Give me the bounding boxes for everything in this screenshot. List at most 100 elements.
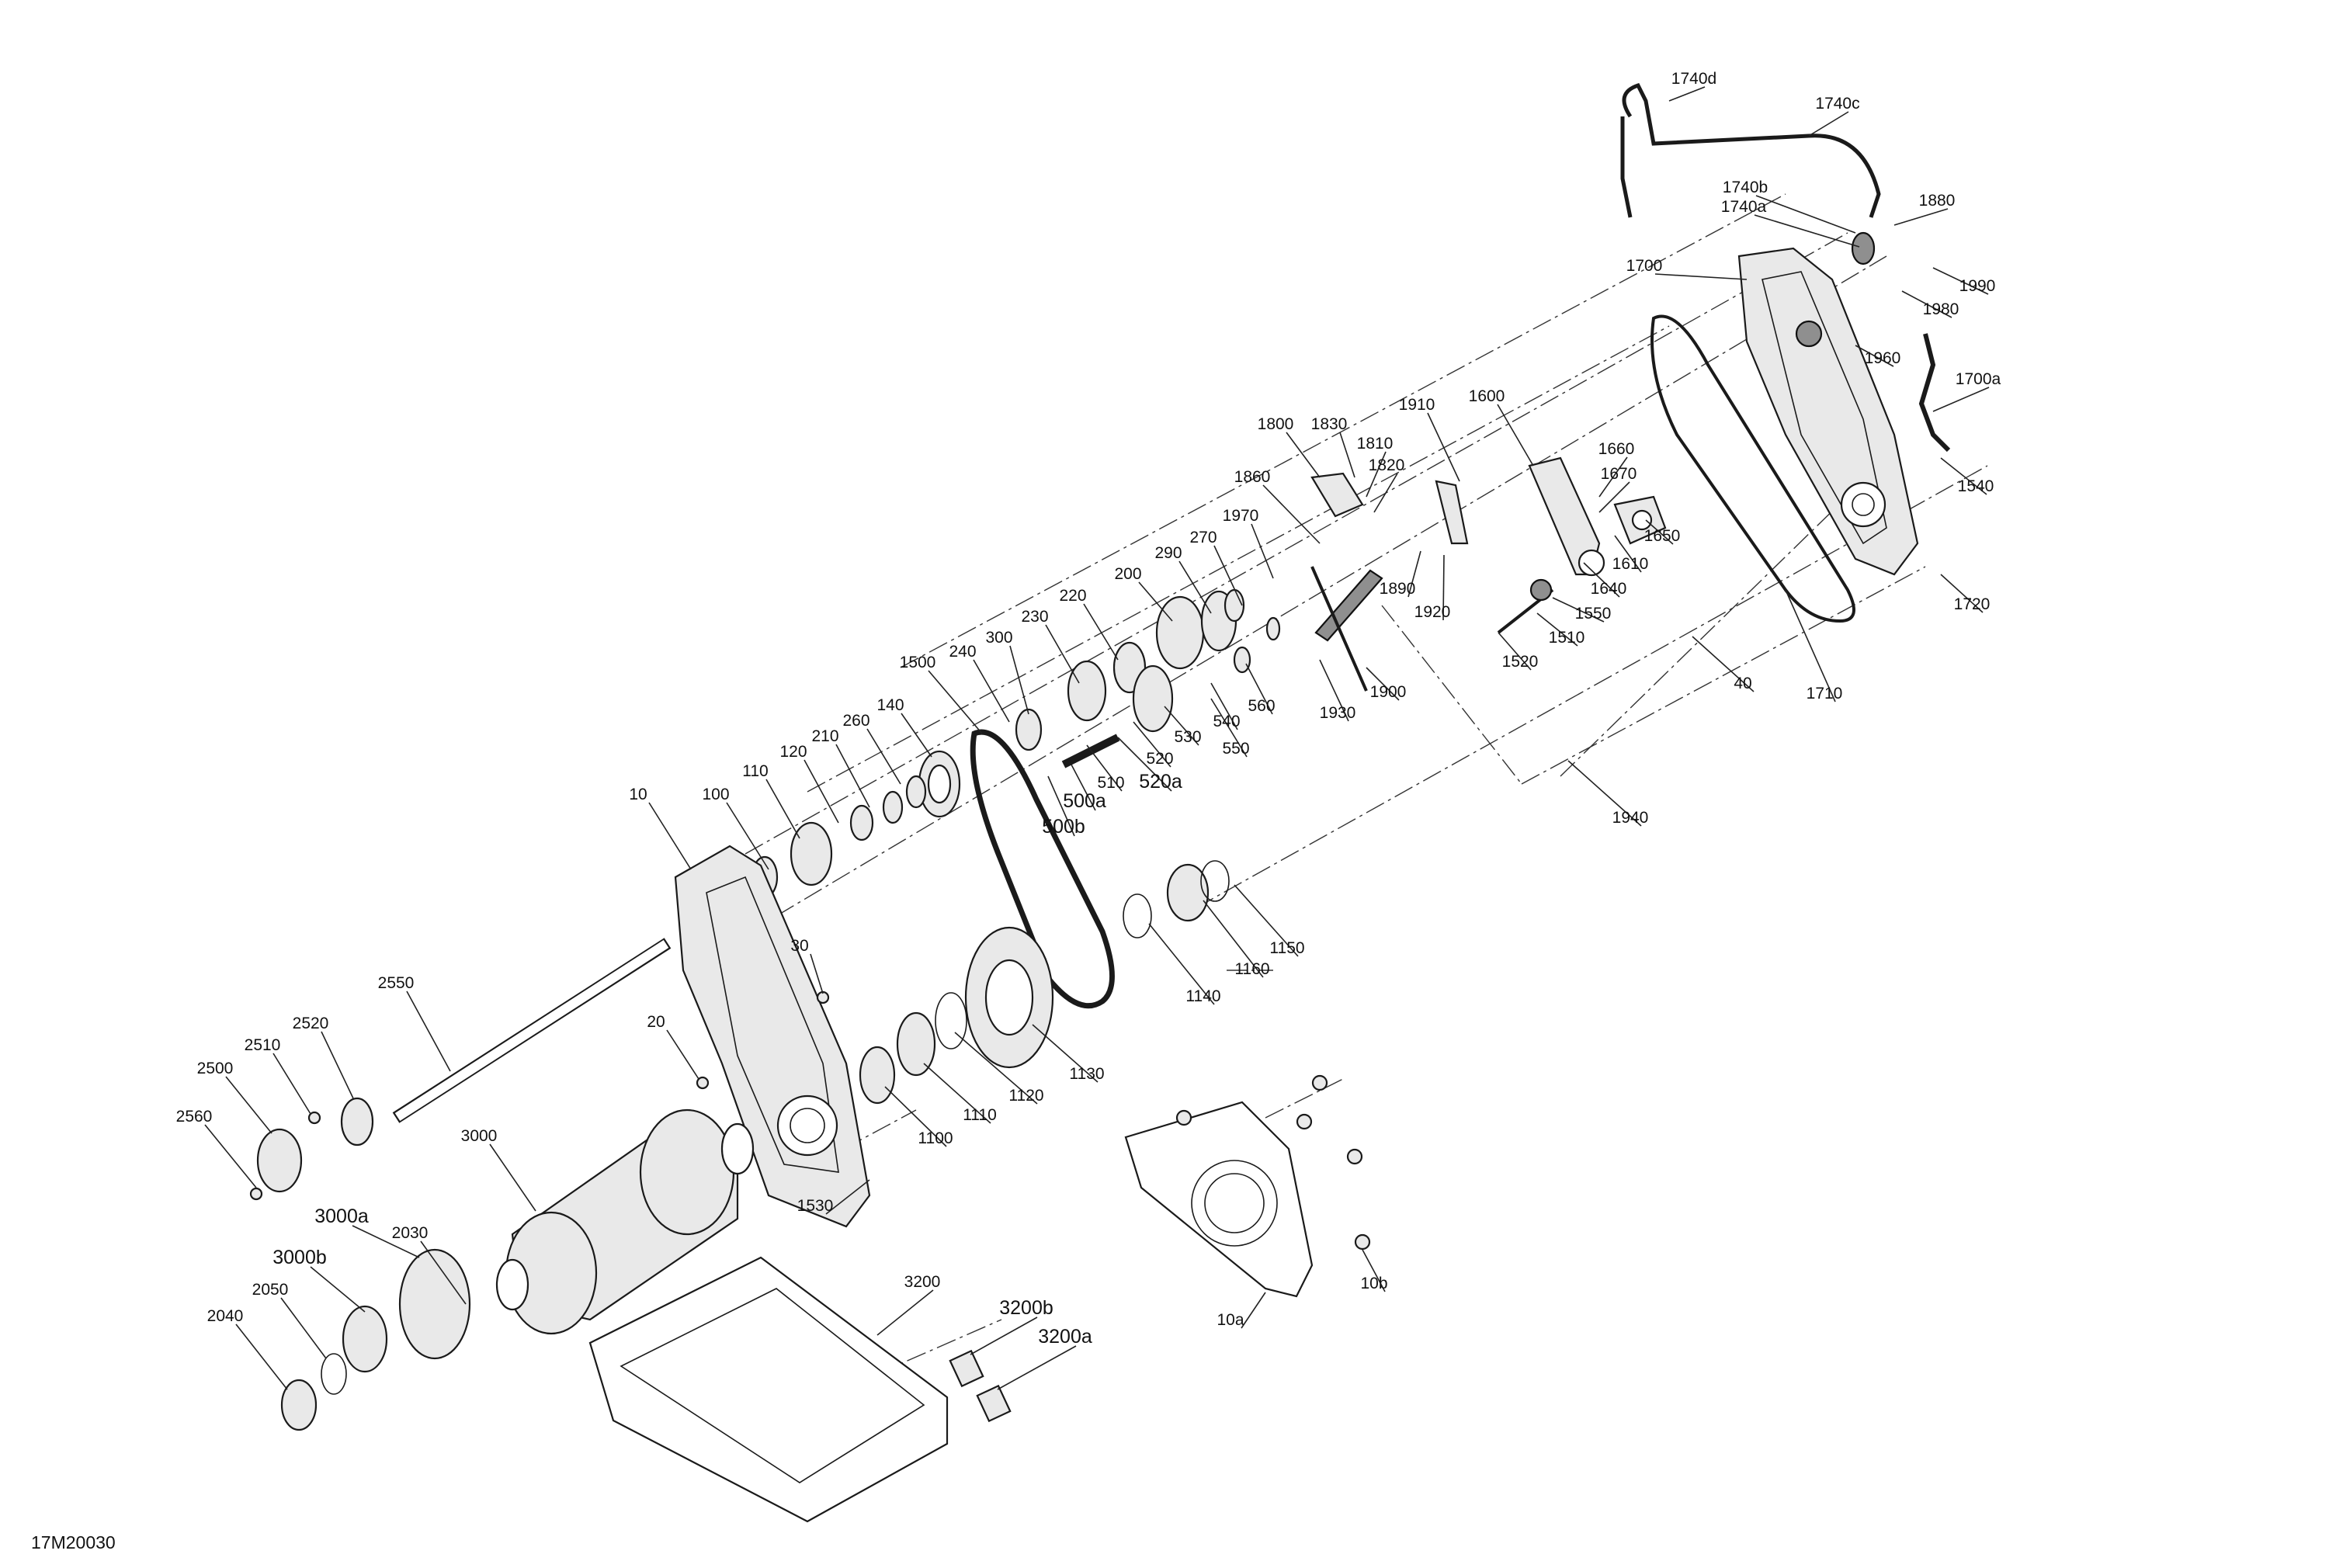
callout-1900: 1900 (1370, 683, 1407, 701)
ring-3000b (342, 1305, 388, 1373)
leader-1800 (1286, 432, 1321, 478)
callout-1920: 1920 (1414, 603, 1451, 621)
leader-1980 (1901, 290, 1952, 318)
callout-2520: 2520 (293, 1015, 329, 1032)
leader-520 (1133, 721, 1171, 768)
leader-1600 (1497, 404, 1534, 467)
leader-1160 (1203, 900, 1264, 978)
leader-1670 (1598, 481, 1630, 513)
callout-510: 510 (1097, 774, 1124, 792)
callout-500b: 500b (1042, 816, 1085, 838)
leader-1710 (1785, 589, 1836, 702)
callout-220: 220 (1059, 587, 1086, 605)
callout-3000b: 3000b (272, 1247, 327, 1268)
callout-3000: 3000 (461, 1127, 498, 1145)
callout-1640: 1640 (1591, 580, 1627, 598)
callout-2050: 2050 (252, 1281, 289, 1299)
callout-2030: 2030 (392, 1224, 429, 1242)
callout-1660: 1660 (1598, 440, 1635, 458)
callout-1990: 1990 (1959, 277, 1996, 295)
callout-270: 270 (1189, 529, 1217, 546)
callout-2560: 2560 (176, 1108, 213, 1126)
leader-1650 (1645, 519, 1674, 545)
leader-3000b (310, 1266, 366, 1313)
gear-train (751, 588, 1281, 899)
leader-1920 (1442, 554, 1445, 621)
leader-1610 (1614, 535, 1642, 573)
leader-200 (1138, 581, 1173, 622)
leader-10 (648, 802, 692, 870)
leader-230 (1045, 624, 1080, 684)
callout-140: 140 (876, 696, 904, 714)
callout-20: 20 (647, 1013, 665, 1031)
leader-1660 (1598, 456, 1628, 498)
reference-code: 17M20030 (31, 1532, 116, 1552)
callout-120: 120 (779, 743, 807, 761)
callout-1810: 1810 (1357, 435, 1394, 453)
leader-2520 (321, 1031, 354, 1099)
callout-40: 40 (1734, 675, 1751, 692)
leader-2500 (225, 1076, 272, 1134)
callout-1120: 1120 (1008, 1087, 1043, 1105)
leader-1140 (1148, 923, 1215, 1005)
leader-1740a (1754, 214, 1860, 248)
callout-10a: 10a (1217, 1311, 1244, 1329)
leader-1150 (1234, 884, 1299, 957)
leader-500a (1071, 764, 1096, 811)
callout-1830: 1830 (1311, 415, 1348, 433)
cover-1700 (1737, 247, 1919, 576)
cleat-3200a (976, 1384, 1012, 1423)
cleat-3200b (949, 1349, 984, 1388)
callout-1670: 1670 (1601, 465, 1637, 483)
leader-1550 (1552, 597, 1605, 623)
callout-1940: 1940 (1612, 809, 1649, 827)
leader-1110 (923, 1063, 991, 1124)
leader-1900 (1366, 667, 1400, 701)
callout-530: 530 (1174, 728, 1201, 746)
leader-140 (901, 713, 932, 758)
callout-1140: 1140 (1185, 987, 1220, 1005)
callout-10b: 10b (1360, 1275, 1387, 1292)
callout-1540: 1540 (1958, 477, 1994, 495)
leader-1940 (1567, 760, 1642, 827)
callout-240: 240 (949, 643, 976, 661)
leader-210 (835, 744, 870, 808)
callout-3200b: 3200b (999, 1297, 1053, 1319)
shift-linkage (1310, 456, 1667, 692)
callout-1890: 1890 (1380, 580, 1416, 598)
lower-gear-group (859, 860, 1230, 1105)
seal-1710 (1650, 314, 1855, 623)
leader-10a (1241, 1292, 1266, 1329)
callout-1980: 1980 (1923, 300, 1959, 318)
callout-1130: 1130 (1069, 1065, 1104, 1083)
leader-3200b (970, 1316, 1038, 1355)
leader-1860 (1262, 484, 1321, 544)
leader-1500 (928, 670, 983, 734)
ring-2050 (321, 1353, 347, 1395)
callout-1720: 1720 (1954, 595, 1991, 613)
callout-1600: 1600 (1469, 387, 1505, 405)
plate-3000a (398, 1248, 471, 1360)
bearing-2040 (280, 1379, 318, 1431)
callout-2510: 2510 (245, 1036, 281, 1054)
leader-1130 (1032, 1024, 1099, 1083)
callout-1800: 1800 (1258, 415, 1294, 433)
leader-1520 (1498, 632, 1532, 671)
leader-220 (1083, 603, 1119, 661)
callout-1610: 1610 (1612, 555, 1649, 573)
leader-2560 (204, 1124, 257, 1188)
callout-1910: 1910 (1399, 396, 1435, 414)
callout-1930: 1930 (1320, 704, 1356, 722)
leader-1820 (1373, 473, 1398, 513)
leader-1510 (1536, 612, 1578, 647)
leader-290 (1178, 560, 1212, 614)
leader-120 (804, 759, 839, 824)
callout-1740d: 1740d (1671, 70, 1716, 88)
leader-1810 (1366, 451, 1387, 498)
leader-270 (1213, 545, 1243, 606)
leader-100 (726, 802, 769, 870)
leader-2050 (280, 1297, 327, 1359)
leader-1740d (1668, 86, 1706, 102)
leader-3000a (352, 1225, 420, 1258)
